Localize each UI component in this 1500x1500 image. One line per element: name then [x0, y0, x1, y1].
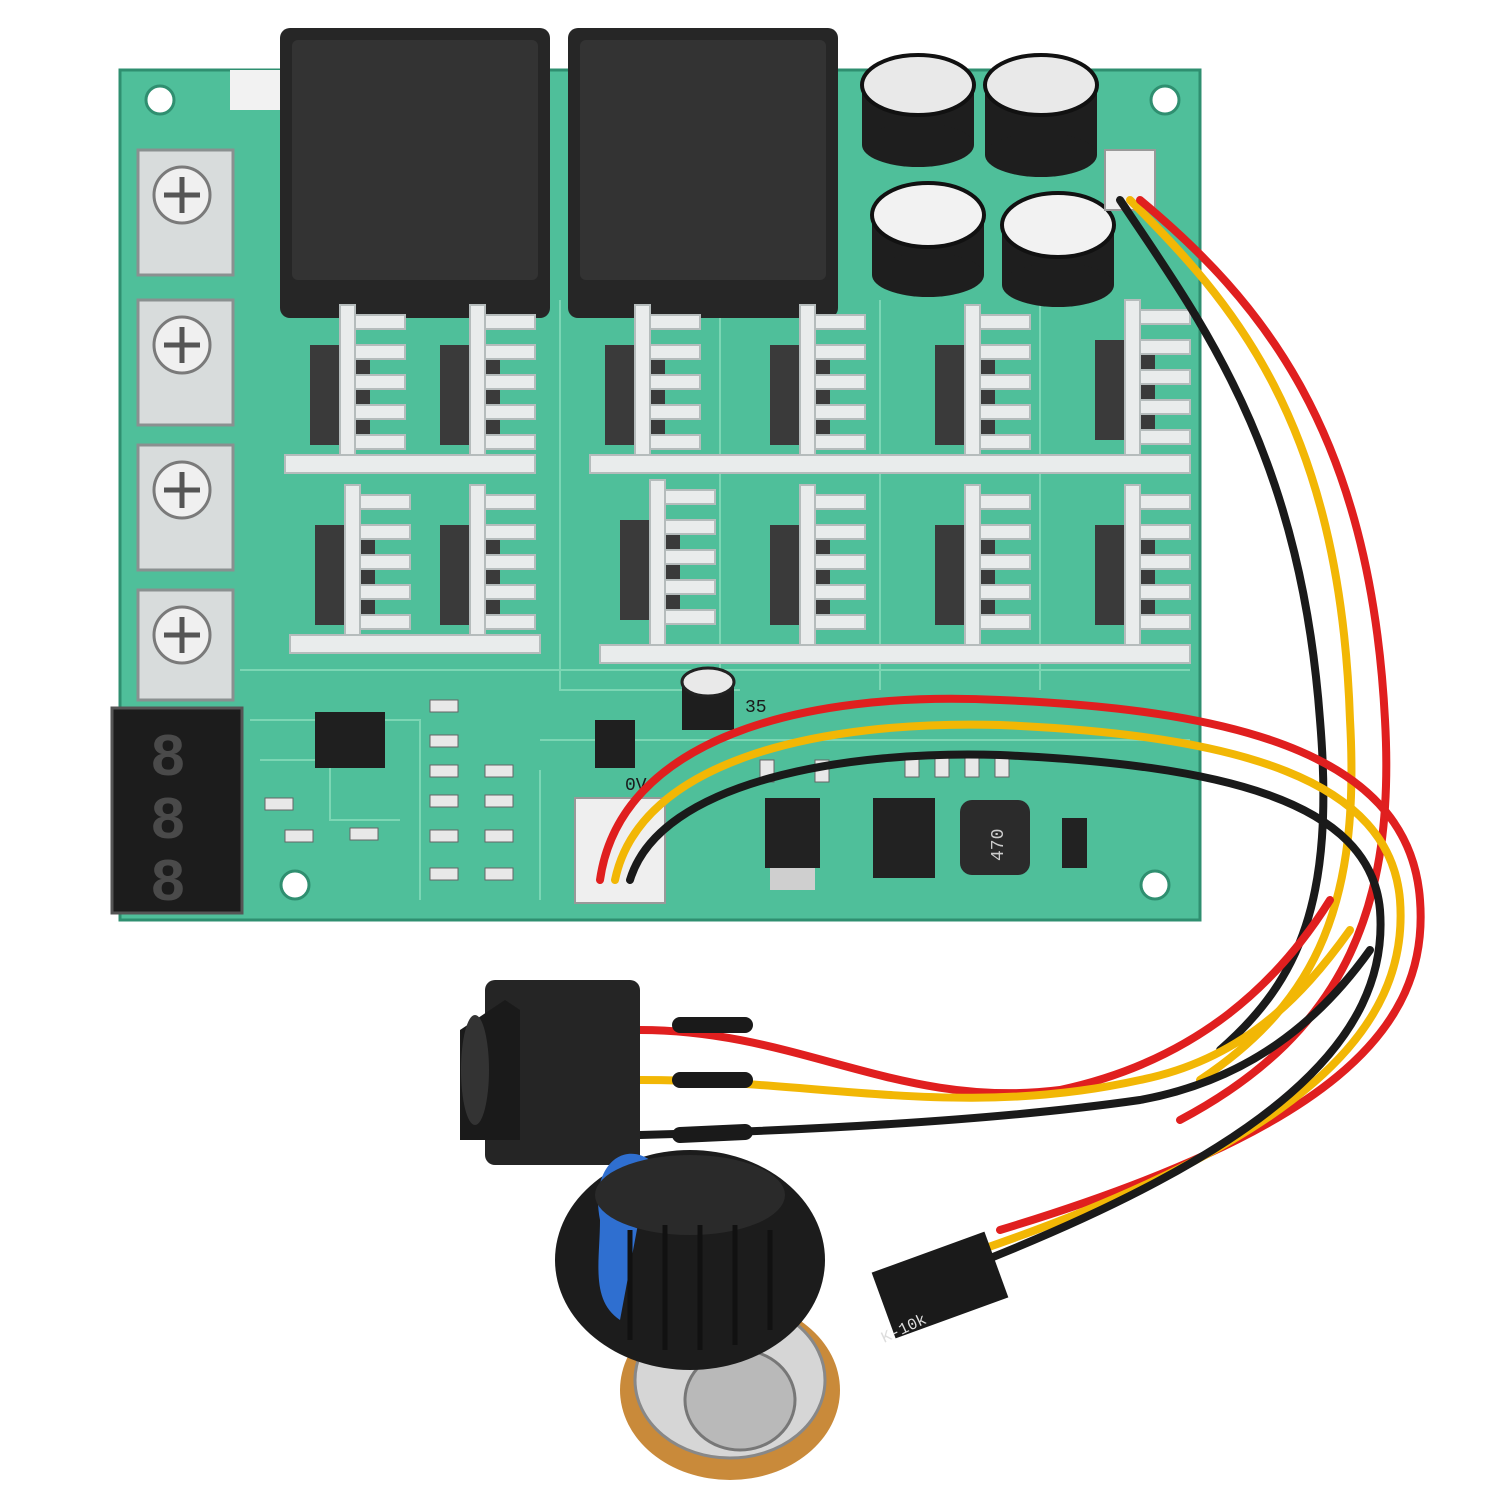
heatsink [310, 304, 406, 471]
led-display: 8 8 8 [110, 706, 244, 919]
small-capacitor: 35 [680, 666, 767, 730]
inductor: 470 [960, 800, 1030, 875]
heatsink [440, 484, 536, 651]
mounting-hole [144, 84, 176, 116]
heatsink [620, 479, 716, 646]
heatsink [315, 484, 411, 651]
display-digit: 8 [150, 851, 186, 919]
relay-right [568, 28, 838, 318]
display-digit: 8 [150, 789, 186, 857]
heatsinks [284, 299, 1191, 664]
heatsink [440, 304, 536, 471]
mounting-hole [1149, 84, 1181, 116]
heatsink [770, 484, 866, 651]
wires [596, 196, 1425, 1274]
terminal-block [136, 588, 235, 702]
inductor-label: 470 [989, 829, 1009, 861]
mounting-hole [1139, 869, 1171, 901]
smd-components [264, 699, 1087, 890]
electrolytic-capacitors [860, 53, 1116, 307]
heatsink [935, 304, 1031, 471]
heatsink [1095, 484, 1191, 651]
heatsink [770, 304, 866, 471]
terminal-block [136, 443, 235, 572]
mounting-hole [279, 869, 311, 901]
heatsink [605, 304, 701, 471]
rocker-switch [460, 980, 640, 1165]
relay-left [280, 28, 550, 318]
capacitor-label: 35 [745, 698, 767, 718]
screw-terminals [136, 148, 235, 702]
terminal-block [136, 148, 235, 277]
heatsink [935, 484, 1031, 651]
terminal-block [136, 298, 235, 427]
display-digit: 8 [150, 726, 186, 794]
pot-knob [555, 1150, 825, 1370]
